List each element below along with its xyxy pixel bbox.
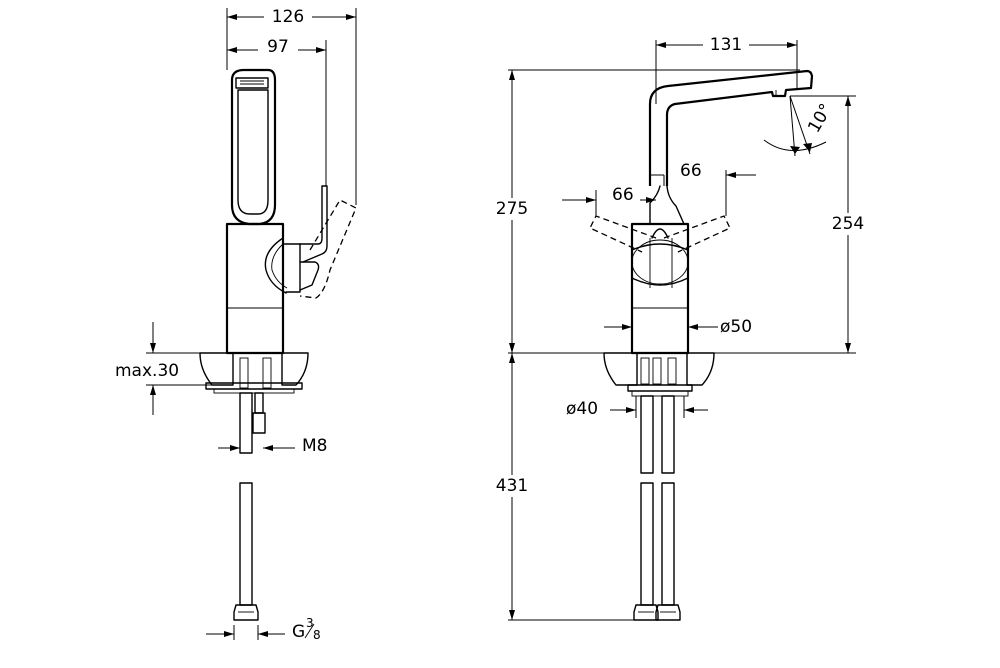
label-lever-angle-right: 66: [680, 161, 702, 181]
side-spout: [230, 68, 277, 226]
dim-lever-angle-left: 66: [562, 185, 656, 216]
label-hose-connector: G: [292, 622, 305, 642]
dim-hose-length: 431: [488, 353, 536, 620]
dim-max-thickness: max.30: [115, 322, 226, 415]
dim-spout-angle: 10°: [763, 95, 837, 157]
side-countertop-section: [199, 352, 309, 394]
label-spout-height: 254: [832, 214, 864, 234]
dim-body-diameter: ø50: [604, 317, 752, 337]
label-lever-reach: 97: [267, 37, 289, 57]
label-body-diameter: ø50: [720, 317, 752, 337]
label-stud-thread: M8: [302, 436, 327, 456]
dim-hose-connector: G 3 8: [206, 616, 321, 642]
side-view: 126 97 max.30 M8: [115, 6, 357, 642]
side-faucet-body: [225, 185, 357, 355]
front-countertop-section: [603, 352, 715, 397]
side-hoses: [233, 357, 272, 621]
front-faucet-body: [589, 215, 731, 355]
label-hole-diameter: ø40: [566, 399, 598, 419]
dim-overall-height: 275: [488, 70, 536, 353]
label-spout-angle: 10°: [804, 100, 836, 136]
dim-stud-thread: M8: [218, 436, 327, 456]
dim-hole-diameter: ø40: [566, 396, 708, 419]
dim-spout-reach: 131: [655, 34, 798, 104]
label-hose-connector-den: 8: [313, 628, 321, 642]
dim-lever-angle-right: 66: [650, 161, 756, 216]
label-spout-reach: 131: [710, 35, 742, 55]
dim-overall-width: 126: [226, 6, 357, 205]
label-overall-width: 126: [272, 7, 304, 27]
label-hose-connector-num: 3: [306, 616, 314, 630]
front-hoses: [633, 357, 681, 621]
label-lever-angle-left: 66: [612, 185, 634, 205]
dim-spout-height: 254: [824, 96, 872, 353]
dim-lever-reach: 97: [226, 36, 327, 186]
label-max-thickness: max.30: [115, 361, 179, 381]
front-spout: [648, 69, 814, 225]
label-overall-height: 275: [496, 199, 528, 219]
label-hose-length: 431: [496, 476, 528, 496]
front-view: 131 275 254 431 1: [488, 34, 872, 621]
